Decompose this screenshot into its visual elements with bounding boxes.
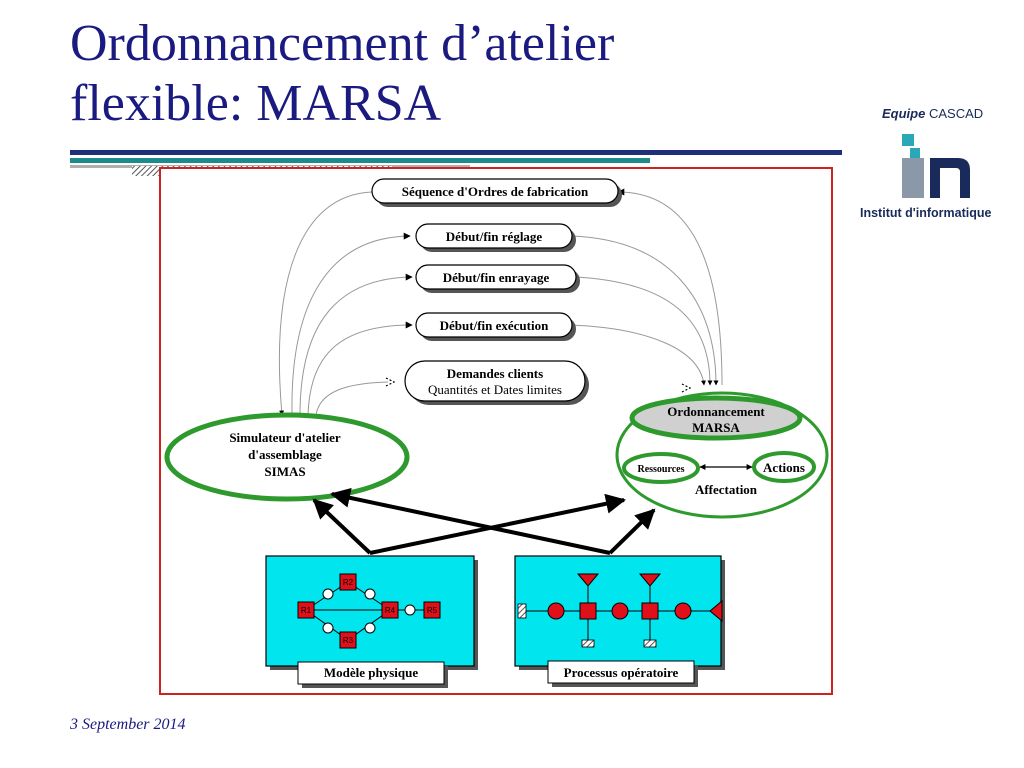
flow-lines (279, 188, 723, 416)
marsa-actions: Actions (763, 460, 805, 475)
resource-node-label: R1 (301, 606, 312, 615)
flow-sequence-box: Séquence d'Ordres de fabrication (371, 178, 622, 207)
connection-arrows (312, 487, 656, 555)
resource-node (297, 601, 315, 619)
resource-node-label: R2 (343, 578, 354, 587)
slide-date: 3 September 2014 (70, 716, 186, 733)
pending-arrow-left (385, 377, 396, 387)
resource-node-label: R5 (427, 606, 438, 615)
title-rule-teal (70, 158, 650, 163)
logo-institute: Institut d'informatique (860, 206, 992, 220)
process-label: Processus opératoire (564, 665, 679, 680)
resource-node-label: R3 (343, 636, 354, 645)
logo-team: Equipe CASCAD (882, 106, 984, 121)
flow-demandes-line1: Demandes clients (447, 366, 543, 381)
marsa-affectation: Affectation (695, 482, 758, 497)
resource-node (339, 631, 357, 649)
physical-model-label: Modèle physique (324, 665, 418, 680)
title-line-2: flexible: MARSA (70, 75, 442, 132)
flow-demandes-box: Demandes clients Quantités et Dates limi… (404, 360, 589, 405)
simulator-line3: SIMAS (264, 464, 305, 479)
flow-execution-label: Début/fin exécution (440, 318, 549, 333)
flow-demandes-line2: Quantités et Dates limites (428, 382, 562, 397)
flow-enrayage-box: Début/fin enrayage (415, 264, 580, 293)
marsa-ressources: Ressources (637, 464, 684, 475)
simulator-node: Simulateur d'atelier d'assemblage SIMAS (164, 412, 410, 502)
process-panel: Processus opératoire (514, 555, 725, 687)
simulator-line2: d'assemblage (248, 447, 322, 462)
title-rule-navy (70, 150, 842, 155)
marsa-line2: MARSA (692, 420, 740, 435)
flow-execution-box: Début/fin exécution (415, 312, 576, 341)
institute-logo: Equipe CASCAD Institut d'informatique (856, 106, 1022, 226)
slide-title: Ordonnancement d’atelier flexible: MARSA (70, 14, 614, 134)
marsa-line1: Ordonnancement (667, 404, 765, 419)
flow-reglage-label: Début/fin réglage (446, 229, 543, 244)
resource-node (381, 601, 399, 619)
flow-enrayage-label: Début/fin enrayage (443, 270, 550, 285)
logo-mark-icon (902, 134, 970, 198)
flow-sequence-label: Séquence d'Ordres de fabrication (402, 184, 589, 199)
resource-node (423, 601, 441, 619)
flow-reglage-box: Début/fin réglage (415, 223, 576, 252)
pending-arrow-right (681, 383, 692, 393)
resource-node-label: R4 (385, 606, 396, 615)
simulator-line1: Simulateur d'atelier (229, 430, 341, 445)
marsa-node: Ordonnancement MARSA Ressources Actions … (615, 391, 829, 519)
resource-node (339, 573, 357, 591)
title-line-1: Ordonnancement d’atelier (70, 15, 615, 72)
